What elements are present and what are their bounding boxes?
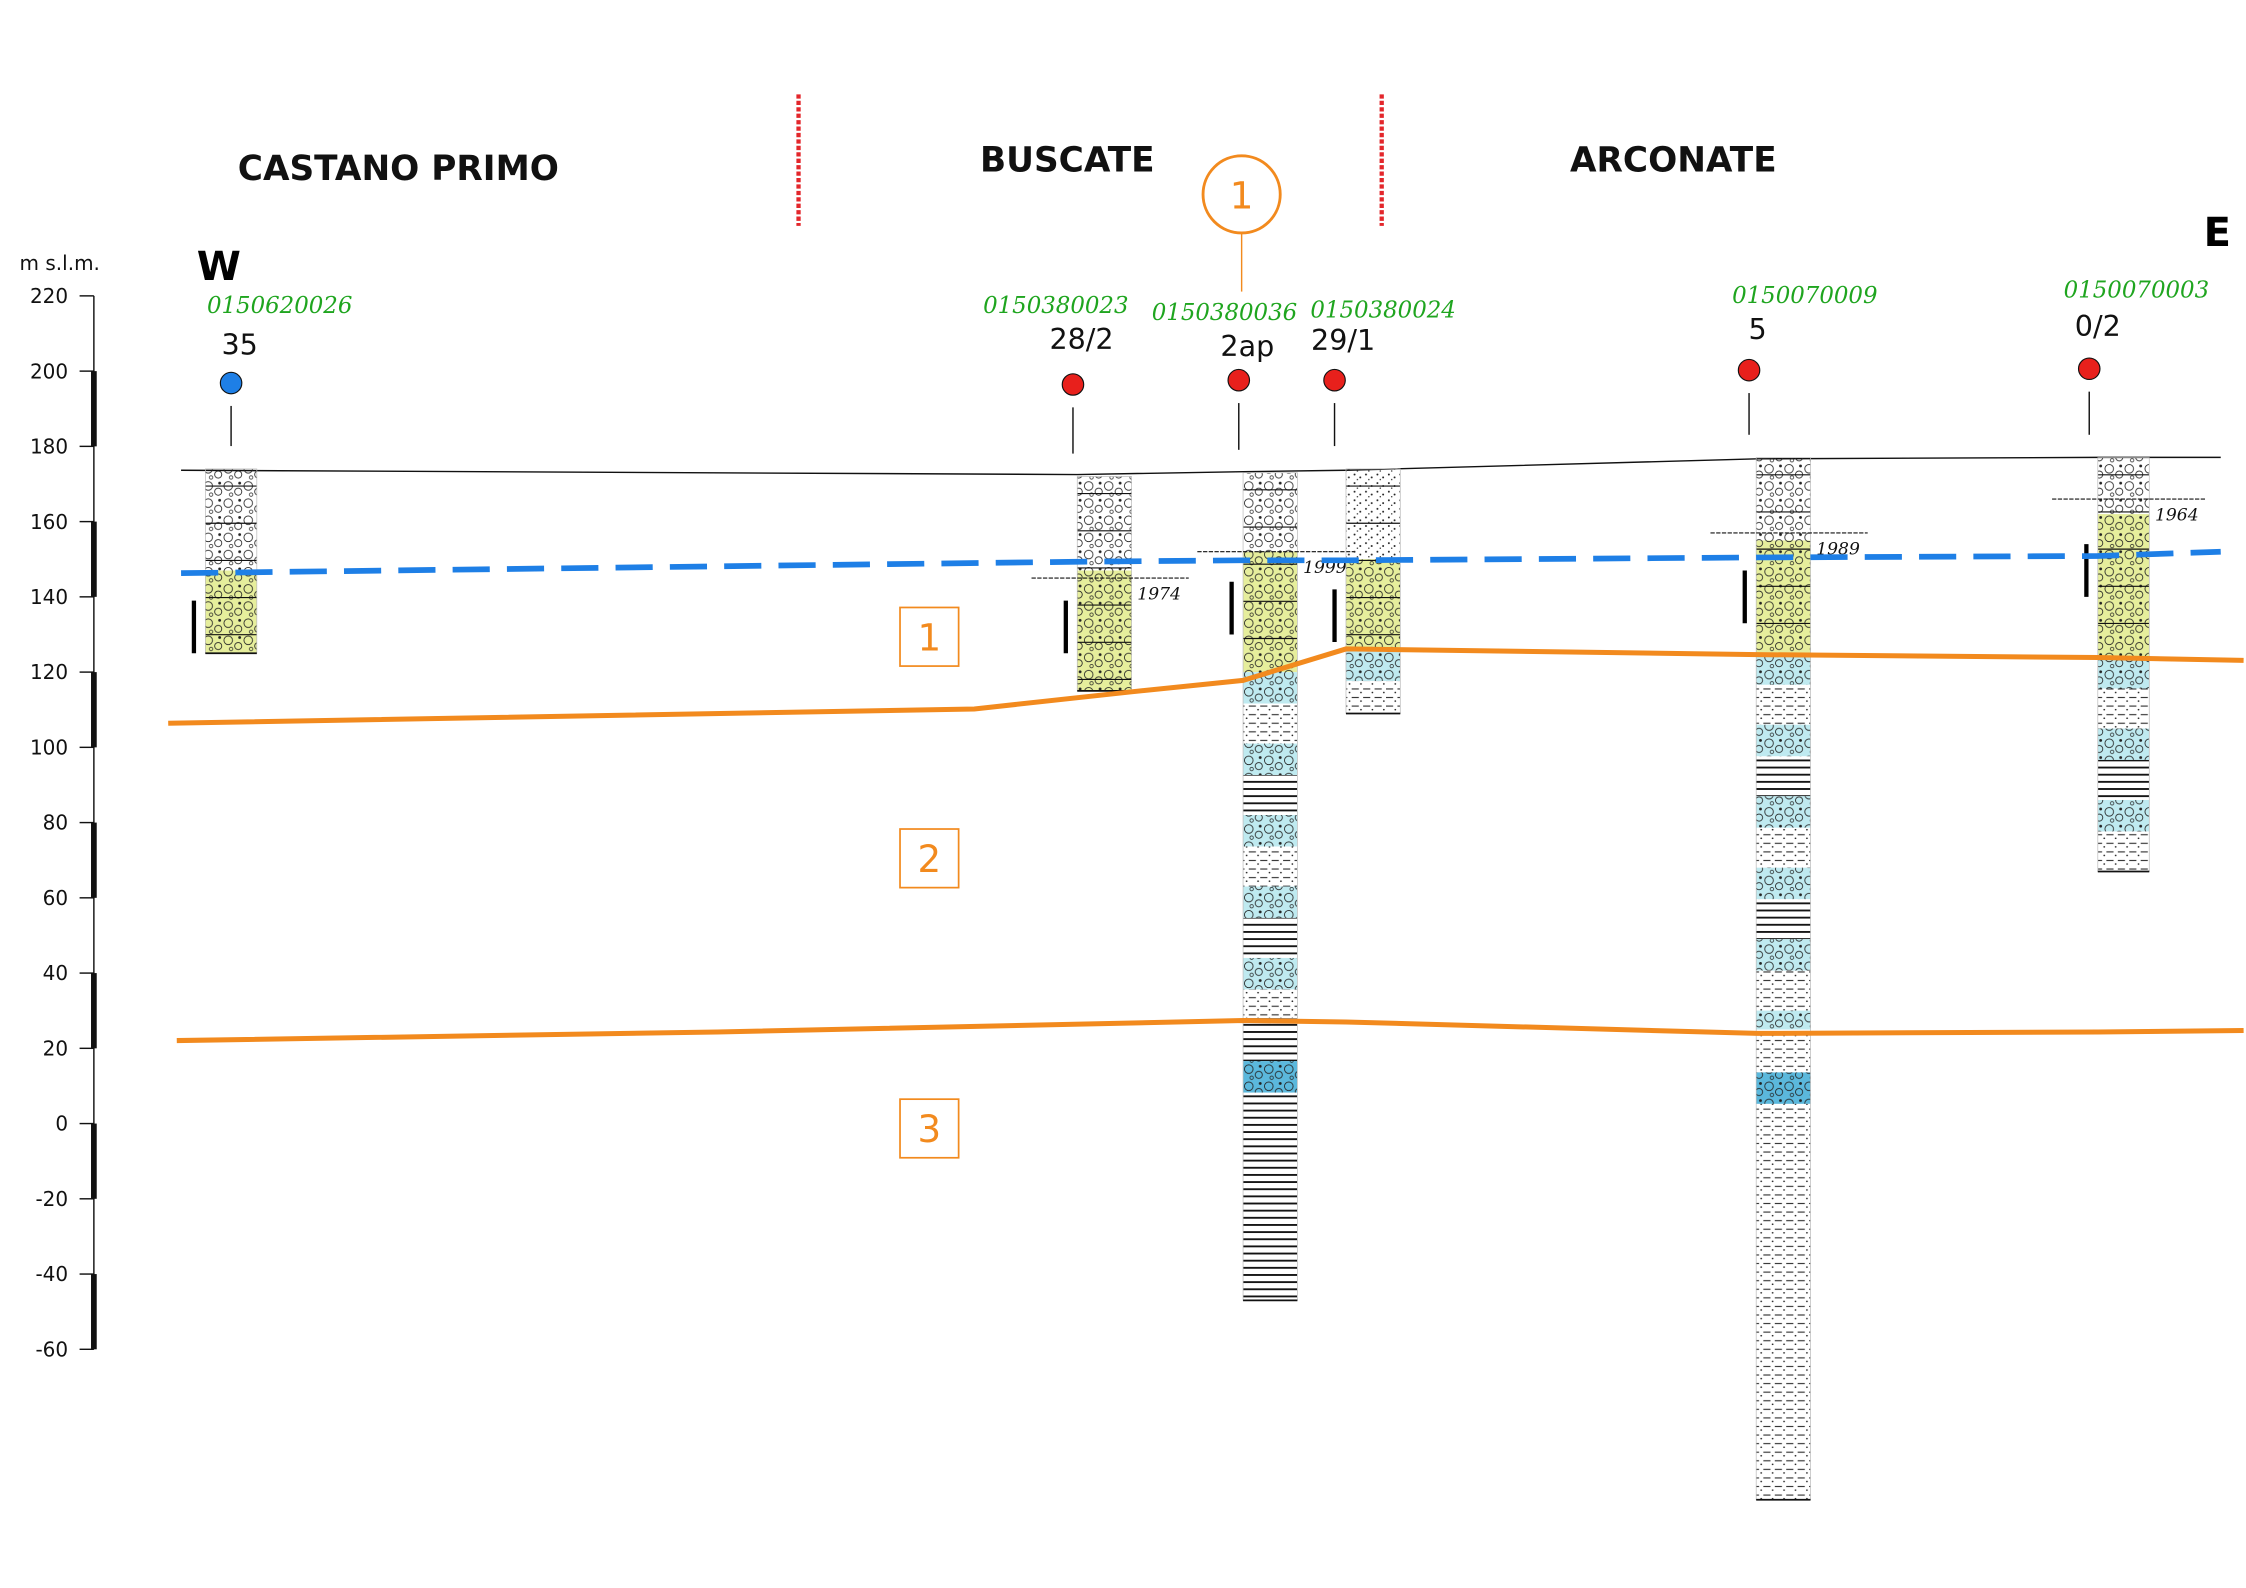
well-status-dot bbox=[1061, 373, 1085, 396]
well-28-2[interactable]: 0150380023 28/2 1974 bbox=[983, 293, 1189, 692]
section-marker: 1 bbox=[1201, 154, 1282, 292]
well-status-dot bbox=[1737, 358, 1761, 382]
aquifer-label-3: 3 bbox=[899, 1098, 960, 1159]
axis-label: m s.l.m. bbox=[20, 251, 100, 275]
survey-year: 1974 bbox=[1137, 584, 1181, 604]
well-35[interactable]: 0150620026 35 bbox=[191, 293, 352, 655]
aquifer-boundary-1-2 bbox=[168, 646, 2244, 726]
axis-tick-label: 140 bbox=[30, 585, 68, 609]
well-name: 35 bbox=[221, 327, 257, 361]
municipality-arconate: ARCONATE bbox=[1570, 141, 1777, 181]
well-status-dot bbox=[2077, 357, 2101, 381]
well-code: 0150380036 bbox=[1152, 300, 1297, 326]
ground-surface bbox=[181, 456, 2221, 476]
lithology-column bbox=[1345, 468, 1401, 715]
well-code: 0150380023 bbox=[983, 293, 1128, 319]
axis-tick-label: 40 bbox=[43, 961, 68, 985]
axis-tick-label: 80 bbox=[43, 811, 68, 835]
well-status-dot bbox=[1323, 368, 1346, 392]
well-status-dot bbox=[219, 371, 243, 395]
axis-tick-label: 220 bbox=[30, 284, 68, 308]
lithology-column bbox=[205, 468, 258, 655]
axis-tick-label: 0 bbox=[55, 1112, 68, 1136]
aquifer-label-1-text: 1 bbox=[918, 616, 942, 659]
lithology-column bbox=[1242, 472, 1298, 1302]
direction-east: E bbox=[2204, 210, 2231, 256]
well-status-dot bbox=[1227, 368, 1251, 392]
lithology-column bbox=[2097, 457, 2150, 873]
axis-tick-label: 180 bbox=[30, 435, 68, 459]
section-marker-label: 1 bbox=[1230, 175, 1254, 218]
wells: 015062002635015038002328/219740150380036… bbox=[191, 277, 2209, 1501]
axis-tick-label: -20 bbox=[35, 1187, 68, 1211]
well-0-2[interactable]: 0150070003 0/2 1964 bbox=[2052, 277, 2209, 873]
aquifer-label-2-text: 2 bbox=[918, 838, 942, 881]
axis-tick-label: -60 bbox=[35, 1337, 68, 1361]
well-name: 0/2 bbox=[2075, 309, 2121, 343]
survey-year: 1964 bbox=[2155, 505, 2199, 525]
axis-tick-label: -40 bbox=[35, 1262, 68, 1286]
axis-tick-label: 120 bbox=[30, 660, 68, 684]
axis-tick-label: 20 bbox=[43, 1036, 68, 1060]
aquifer-label-2: 2 bbox=[899, 828, 960, 889]
municipality-buscate: BUSCATE bbox=[980, 141, 1155, 181]
axis-tick-label: 200 bbox=[30, 359, 68, 383]
well-code: 0150070003 bbox=[2064, 277, 2209, 303]
direction-west: W bbox=[197, 244, 241, 290]
municipality-castano-primo: CASTANO PRIMO bbox=[238, 149, 559, 189]
axis-tick-label: 60 bbox=[43, 886, 68, 910]
well-code: 0150620026 bbox=[207, 293, 352, 319]
aquifer-boundary-2-3 bbox=[176, 1018, 2244, 1044]
well-code: 0150380024 bbox=[1310, 297, 1455, 323]
lithology-column bbox=[1755, 457, 1811, 1501]
well-code: 0150070009 bbox=[1732, 283, 1877, 309]
well-name: 29/1 bbox=[1311, 323, 1375, 357]
well-name: 5 bbox=[1749, 312, 1767, 346]
aquifer-label-1: 1 bbox=[899, 606, 960, 667]
aquifer-label-3-text: 3 bbox=[918, 1108, 942, 1151]
well-name: 2ap bbox=[1220, 329, 1274, 363]
axis-tick-label: 160 bbox=[30, 510, 68, 534]
axis-tick-label: 100 bbox=[30, 735, 68, 759]
water-table-line bbox=[181, 548, 2221, 577]
well-name: 28/2 bbox=[1049, 322, 1113, 356]
lithology-column bbox=[1076, 476, 1132, 692]
